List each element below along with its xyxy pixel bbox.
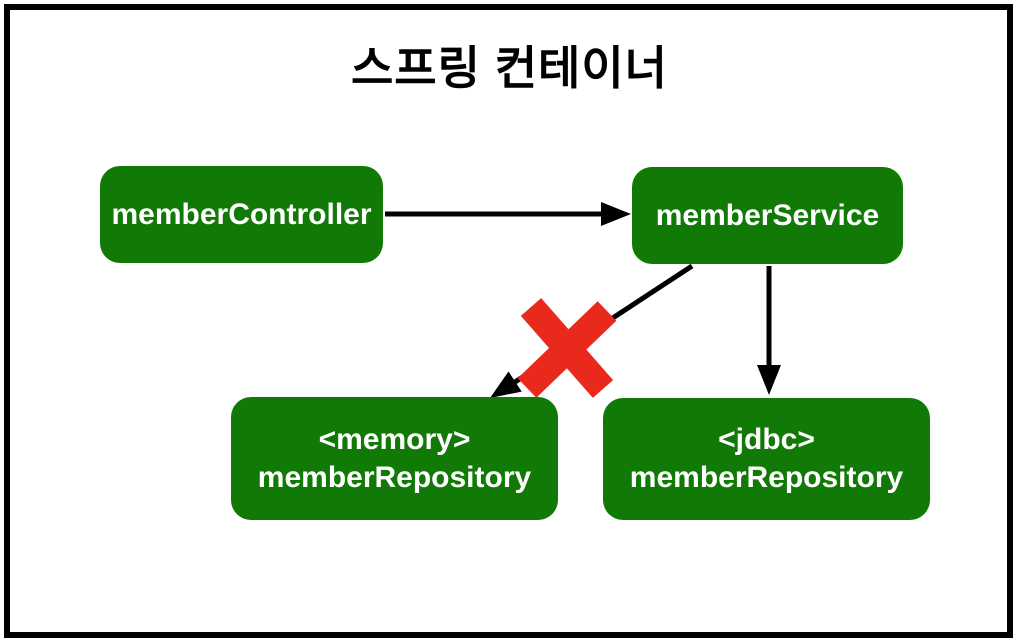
edge-controller-to-service bbox=[385, 202, 631, 226]
node-label-type: <jdbc> bbox=[718, 423, 815, 456]
node-label-type: <memory> bbox=[318, 422, 471, 456]
node-label: memberController bbox=[111, 197, 372, 231]
red-x-icon bbox=[517, 298, 617, 398]
node-label: memberService bbox=[655, 198, 880, 232]
diagram-title: 스프링 컨테이너 bbox=[350, 42, 669, 94]
node-label: memberRepository bbox=[257, 460, 532, 494]
node-member-controller: memberController bbox=[100, 166, 383, 263]
node-memory-member-repository: <memory> memberRepository bbox=[231, 397, 558, 520]
arrowhead-icon bbox=[490, 371, 522, 398]
arrowhead-icon bbox=[601, 202, 631, 226]
node-member-service: memberService bbox=[632, 167, 903, 264]
node-jdbc-member-repository: <jdbc> memberRepository bbox=[603, 398, 930, 520]
x-stroke-ne-sw bbox=[517, 301, 617, 398]
arrowhead-icon bbox=[757, 365, 781, 395]
edge-service-to-jdbc bbox=[757, 266, 781, 395]
node-label: memberRepository bbox=[629, 461, 904, 494]
